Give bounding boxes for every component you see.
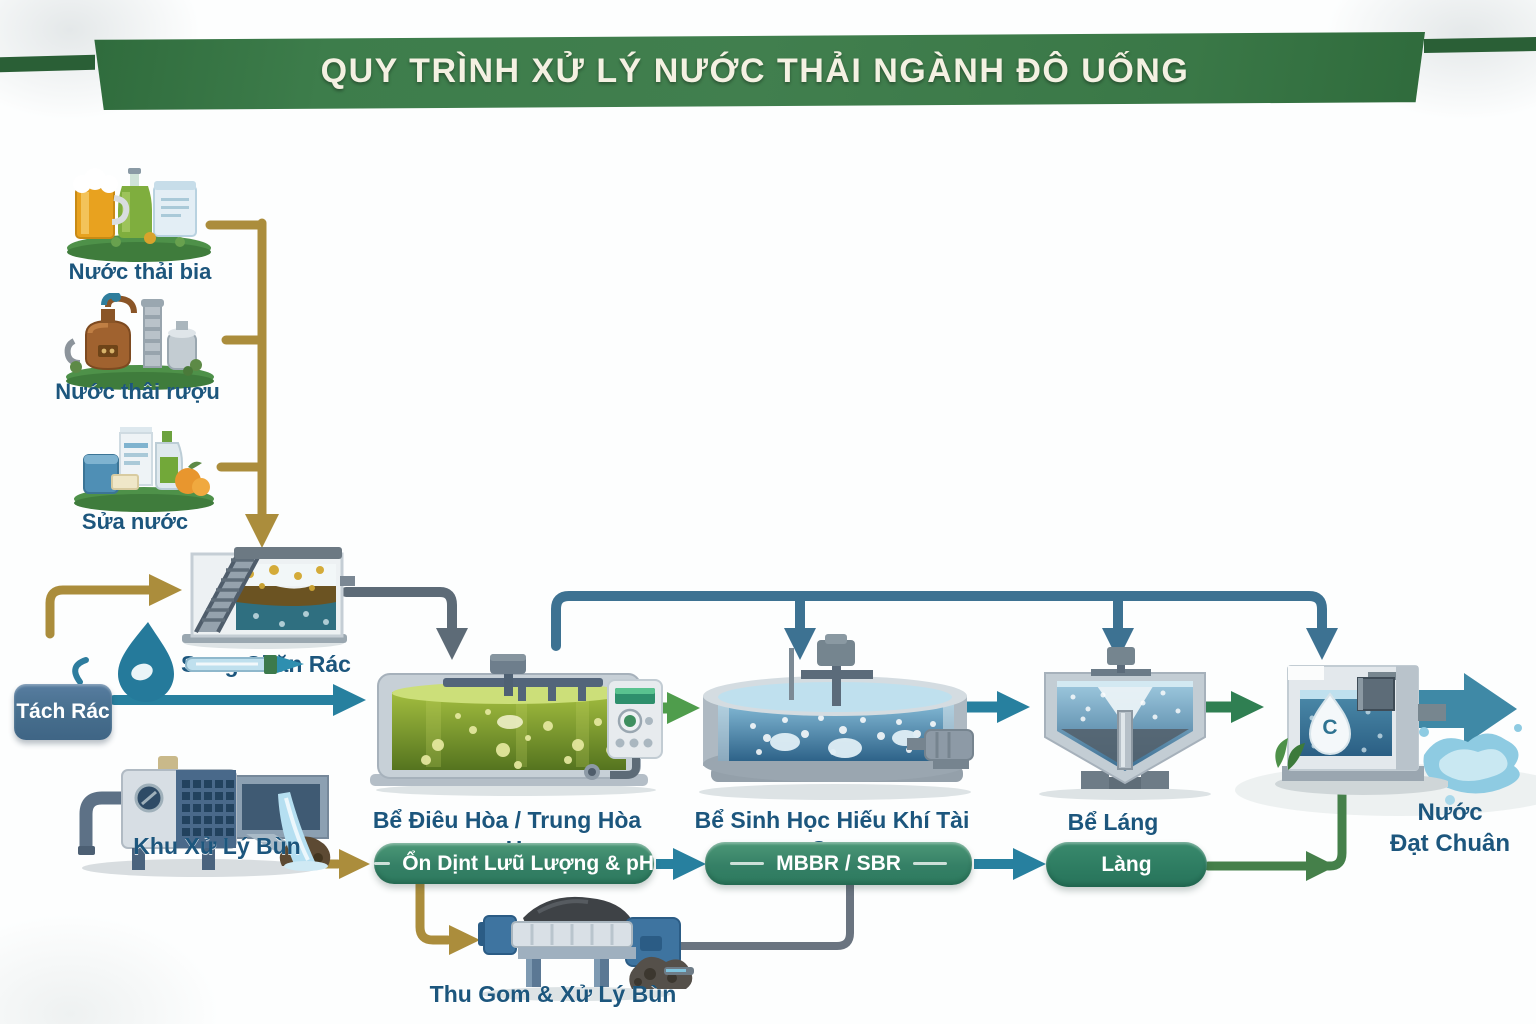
separator-badge: Tách Rác [14,684,112,740]
chlorine-drop-letter: C [1322,716,1338,739]
title-banner: QUY TRÌNH XỬ LÝ NƯỚC THẢI NGÀNH ĐÔ UỐNG [94,32,1425,110]
output-label-line1: Nước [1417,799,1483,826]
pill-dash [730,862,765,865]
sludge-press-icon [478,896,694,1001]
stage3-pill-label: Làng [1101,852,1152,876]
stage1-pill-label: Ổn Dịnt Lưũ Lượng & pH [402,851,654,875]
page-title: QUY TRÌNH XỬ LÝ NƯỚC THẢI NGÀNH ĐÔ UỐNG [320,51,1190,90]
stage2-pill: MBBR / SBR [705,842,972,885]
aeration-tank-icon [699,634,974,800]
stage3-tank-label: Bể Láng [1067,809,1159,835]
pill-dash [374,862,391,865]
stage1-pill: Ổn Dịnt Lưũ Lượng & pH [374,843,654,884]
sludge-area-label: Khu Xử Lý Bùn [133,833,301,859]
stage1-tank-label: Bể Điêu Hòa / Trung Hòa pH [372,807,642,862]
sludge-plant-icon [78,756,331,877]
stage3-pill: Làng [1046,842,1207,887]
pill-dash [912,862,947,865]
sludge-press-label: Thu Gom & Xử Lý Bùn [429,981,677,1007]
beer-waste-icon [67,168,211,262]
source-label-dairy: Sửa nước [81,509,189,534]
equalization-tank-icon [370,654,663,796]
distillery-waste-icon [64,293,214,390]
dairy-waste-icon [74,427,214,512]
output-label: Nước Đạt Chuân [1384,797,1516,859]
controller-panel-icon [584,679,663,780]
source-label-beer: Nước thải bia [68,259,212,284]
separator-badge-label: Tách Rác [16,700,110,723]
bar-screen-icon [182,547,355,649]
water-splash-icon [1419,724,1522,805]
source-label-alcohol: Nước thâi rượu [55,379,220,404]
output-label-line2: Đạt Chuân [1390,830,1510,857]
stage2-pill-label: MBBR / SBR [776,851,901,875]
water-drop-icon [72,622,304,702]
settling-tank-icon [1039,647,1211,800]
disinfection-tank-icon [1275,665,1448,795]
skimmer-icon [185,655,304,674]
